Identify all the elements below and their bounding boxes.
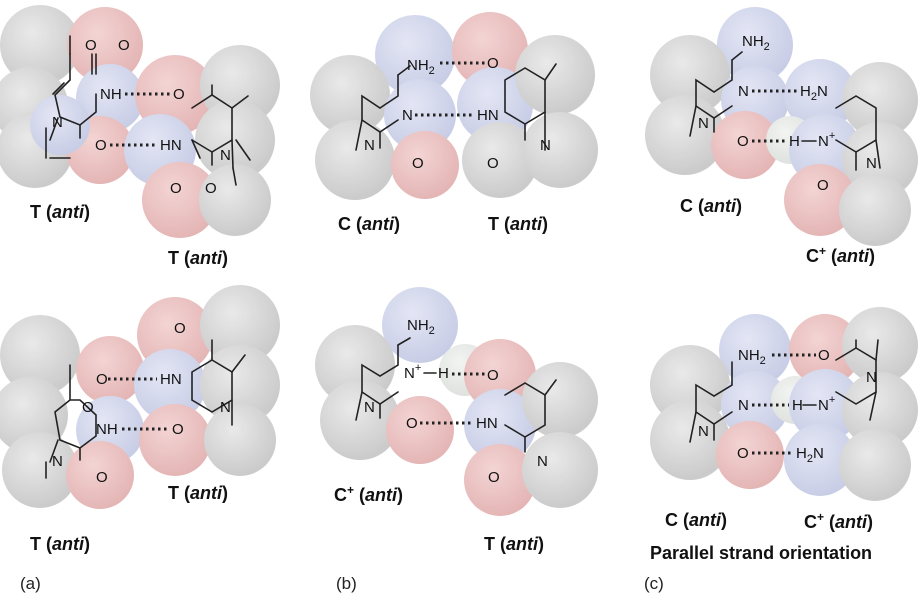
atom-b-top-hn: HN xyxy=(477,107,499,124)
atom-a-bot-hn: HN xyxy=(160,371,182,388)
atom-c-top-o2: O xyxy=(817,177,829,194)
atom-a-top-o3: O xyxy=(173,86,185,103)
atom-a-top-o4: O xyxy=(170,180,182,197)
skeleton-c-bottom-right xyxy=(835,339,879,421)
atom-c-top-nh2: NH2 xyxy=(742,33,770,53)
atom-b-top-o1: O xyxy=(487,55,499,72)
caption-parallel-strand: Parallel strand orientation xyxy=(650,543,873,563)
atom-a-bot-o3: O xyxy=(96,469,108,486)
skeleton-a-bottom-left xyxy=(45,364,97,479)
pair-c-top: NH2 N H2N N O H N+ N O xyxy=(645,7,918,246)
pair-a-top: O O NH N O O HN N O O xyxy=(0,5,280,238)
label-b-bottom-left: C+ (anti) xyxy=(334,483,404,505)
atom-c-top-n: N xyxy=(738,83,749,100)
atom-b-top-n: N xyxy=(402,107,413,124)
atom-b-bot-n-left: N xyxy=(364,399,375,416)
atom-a-bot-n: N xyxy=(52,453,63,470)
atom-c-bot-o2: O xyxy=(737,445,749,462)
atom-b-bot-hn: HN xyxy=(476,415,498,432)
skeleton-c-top-right xyxy=(835,95,881,171)
atom-b-bot-n-plus: N+ xyxy=(404,362,421,382)
skeleton-a-top-right xyxy=(191,84,251,186)
atom-c-bot-n: N xyxy=(738,397,749,414)
label-c-top-left: C (anti) xyxy=(680,196,743,216)
skeleton-b-top-left xyxy=(355,65,411,151)
skeleton-b-top-right xyxy=(504,63,557,151)
skeleton-b-bottom-left xyxy=(355,337,411,421)
panel-label-c: (c) xyxy=(644,574,664,593)
skeleton-c-bottom-left xyxy=(689,361,733,443)
atom-c-top-h2n: H2N xyxy=(800,83,828,103)
label-b-top-left: C (anti) xyxy=(338,214,401,234)
pair-a-bottom: O O HN O N NH O N O xyxy=(0,285,280,509)
atom-c-bot-h2n: H2N xyxy=(796,445,824,465)
atom-a-top-o1: O xyxy=(85,37,97,54)
atom-c-top-o: O xyxy=(737,133,749,150)
atom-a-bot-o-top: O xyxy=(174,320,186,337)
atom-a-bot-n-right: N xyxy=(220,399,231,416)
atom-b-bot-o2: O xyxy=(406,415,418,432)
atom-c-bot-n-left: N xyxy=(698,423,709,440)
atom-b-top-n-left: N xyxy=(364,137,375,154)
atom-b-top-o3: O xyxy=(487,155,499,172)
space-fill-a-top xyxy=(0,5,280,238)
atom-a-bot-o2: O xyxy=(172,421,184,438)
label-b-top-right: T (anti) xyxy=(488,214,549,234)
skeleton-b-bottom-right xyxy=(504,379,557,453)
atom-b-top-nh2: NH2 xyxy=(407,57,435,77)
label-c-top-right: C+ (anti) xyxy=(806,244,876,266)
skeleton-c-top-left xyxy=(689,51,743,137)
label-a-top-left: T (anti) xyxy=(30,202,91,222)
atom-a-top-o5: O xyxy=(205,180,217,197)
pair-b-top: NH2 O N HN N N O O xyxy=(310,12,598,200)
label-a-bottom-right: T (anti) xyxy=(168,483,229,503)
atom-a-top-nh: NH xyxy=(100,86,122,103)
skeleton-a-bottom-right xyxy=(191,339,246,426)
atom-a-top-hn: HN xyxy=(160,137,182,154)
atom-b-top-n-right: N xyxy=(540,137,551,154)
space-fill-c-top xyxy=(645,7,918,246)
atom-b-bot-o1: O xyxy=(487,367,499,384)
skeleton-a-top-left xyxy=(45,35,97,159)
atom-c-top-n-right: N xyxy=(866,155,877,172)
atom-b-bot-o3: O xyxy=(488,469,500,486)
atom-c-bot-o1: O xyxy=(818,347,830,364)
atom-c-bot-h: H xyxy=(792,397,803,414)
atom-b-top-o2: O xyxy=(412,155,424,172)
pair-b-bottom: NH2 N+ H O N O HN N O xyxy=(315,287,598,516)
atom-a-top-o2: O xyxy=(95,137,107,154)
atom-a-bot-nh: NH xyxy=(96,421,118,438)
space-fill-b-bottom xyxy=(315,287,598,516)
space-fill-a-bottom xyxy=(0,285,280,509)
label-a-top-right: T (anti) xyxy=(168,248,229,268)
label-c-bottom-right: C+ (anti) xyxy=(804,510,874,532)
atom-c-bot-n-top: N xyxy=(866,369,877,386)
atom-a-top-o1b: O xyxy=(118,37,130,54)
panel-label-b: (b) xyxy=(336,574,357,593)
atom-b-bot-n-right: N xyxy=(537,453,548,470)
atom-c-bot-nh2: NH2 xyxy=(738,347,766,367)
pair-c-bottom: NH2 O N N H N+ N O H2N xyxy=(650,307,918,501)
atom-a-bot-o1: O xyxy=(96,371,108,388)
atom-c-top-h: H xyxy=(789,133,800,150)
atom-a-bot-o-left: O xyxy=(82,399,94,416)
atom-a-top-n2: N xyxy=(220,147,231,164)
atom-b-bot-h: H xyxy=(438,365,449,382)
panel-label-a: (a) xyxy=(20,574,41,593)
atom-c-top-n-plus: N+ xyxy=(818,130,835,150)
atom-c-top-n-left: N xyxy=(698,115,709,132)
atom-c-bot-n-plus: N+ xyxy=(818,394,835,414)
label-b-bottom-right: T (anti) xyxy=(484,534,545,554)
label-c-bottom-left: C (anti) xyxy=(665,510,728,530)
atom-a-top-n: N xyxy=(52,114,63,131)
space-fill-b-top xyxy=(310,12,598,200)
atom-b-bot-nh2: NH2 xyxy=(407,317,435,337)
space-fill-c-bottom xyxy=(650,307,918,501)
label-a-bottom-left: T (anti) xyxy=(30,534,91,554)
